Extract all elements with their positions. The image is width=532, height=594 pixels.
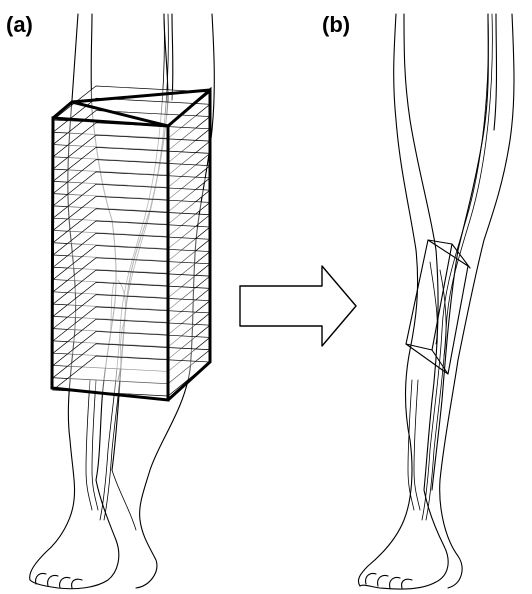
- transform-arrow: [240, 266, 356, 346]
- panel-a-slice-stack: [53, 86, 210, 396]
- panel-b-leg: [358, 14, 514, 589]
